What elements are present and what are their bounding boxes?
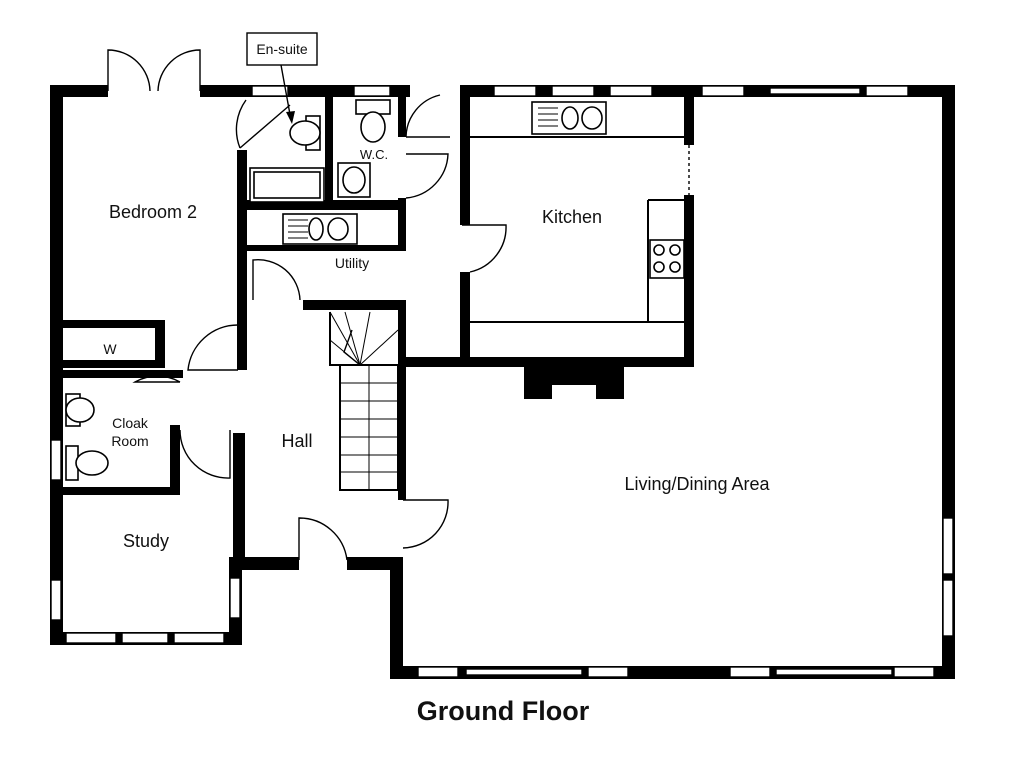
room-label-hall: Hall bbox=[281, 431, 312, 451]
room-labels: Bedroom 2 W.C. Kitchen Utility W Cloak R… bbox=[103, 147, 770, 551]
room-label-bedroom-2: Bedroom 2 bbox=[109, 202, 197, 222]
room-label-living-dining: Living/Dining Area bbox=[624, 474, 770, 494]
windows bbox=[50, 85, 954, 678]
room-label-utility: Utility bbox=[335, 255, 369, 271]
en-suite-label: En-suite bbox=[256, 41, 308, 57]
interior-walls bbox=[63, 85, 694, 563]
doors bbox=[107, 49, 507, 561]
en-suite-callout: En-suite bbox=[246, 32, 318, 124]
room-label-wardrobe: W bbox=[103, 341, 117, 357]
room-label-study: Study bbox=[123, 531, 169, 551]
room-label-cloak-room-line2: Room bbox=[111, 433, 148, 449]
room-label-wc: W.C. bbox=[360, 147, 388, 162]
room-label-cloak-room-line1: Cloak bbox=[112, 415, 149, 431]
outer-walls bbox=[50, 85, 955, 679]
room-label-kitchen: Kitchen bbox=[542, 207, 602, 227]
fixtures bbox=[65, 99, 690, 481]
staircase bbox=[329, 311, 399, 491]
floor-title: Ground Floor bbox=[417, 696, 590, 726]
